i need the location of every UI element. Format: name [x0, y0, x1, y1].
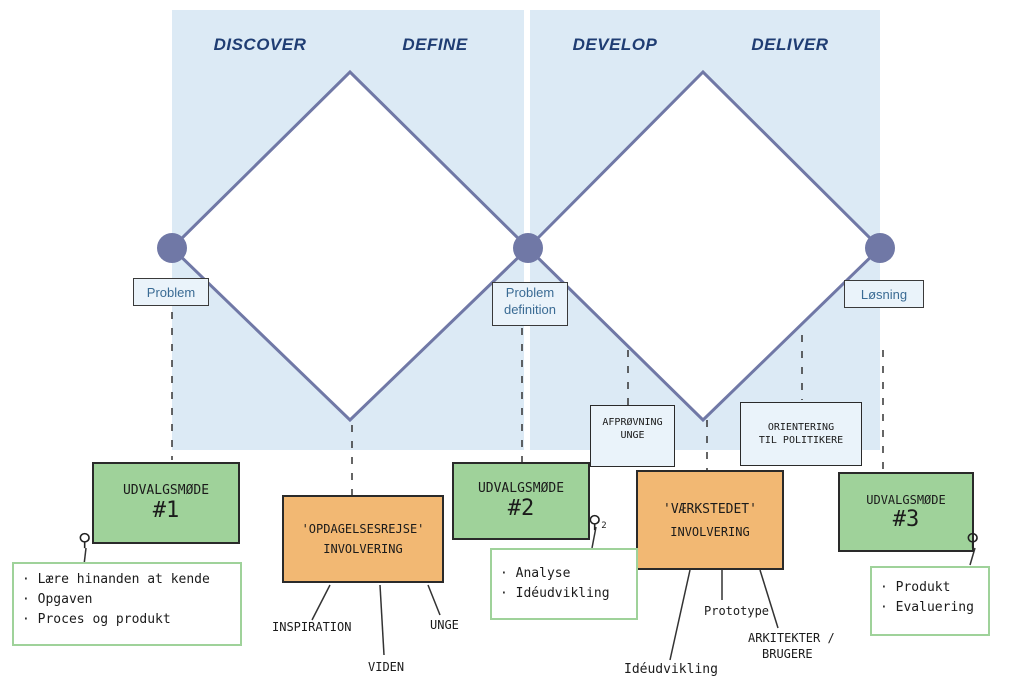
checkpoint-afproevning-line1: AFPRØVNING: [602, 417, 663, 428]
node-label-problem-definition-line1: Problem: [505, 285, 555, 300]
checkpoint-orientering-politikere: ORIENTERING TIL POLITIKERE: [740, 402, 862, 466]
note-1-item-3: · Proces og produkt: [22, 612, 171, 627]
node-label-problem: Problem: [133, 278, 209, 306]
branch-label-arkitekter: ARKITEKTER / BRUGERE: [748, 630, 835, 662]
involvement-subtitle-2: INVOLVERING: [670, 524, 750, 539]
phase-label-develop: DEVELOP: [572, 35, 658, 54]
note-meeting-1: · Lære hinanden at kende · Opgaven · Pro…: [12, 562, 242, 646]
note-meeting-3: · Produkt · Evaluering: [870, 566, 990, 636]
note-3-item-2: · Evaluering: [880, 600, 974, 615]
node-label-problem-definition-line2: definition: [503, 302, 557, 317]
meeting-box-2: UDVALGSMØDE #2: [452, 462, 590, 540]
note-3-item-1: · Produkt: [880, 580, 951, 595]
meeting-box-1: UDVALGSMØDE #1: [92, 462, 240, 544]
note-meeting-2: · Analyse · Idéudvikling: [490, 548, 638, 620]
phase-label-deliver: DELIVER: [751, 35, 829, 54]
node-label-losning: Løsning: [844, 280, 924, 308]
diamond-right: [525, 69, 883, 423]
node-label-problem-definition: Problem definition: [492, 282, 568, 326]
checkpoint-afproevning-unge: AFPRØVNING UNGE: [590, 405, 675, 467]
note-1-item-2: · Opgaven: [22, 592, 93, 607]
branch-label-arkitekter-line1: ARKITEKTER /: [748, 631, 835, 645]
checkpoint-afproevning-line2: UNGE: [620, 430, 645, 441]
meeting-number-3: #3: [892, 506, 920, 532]
meeting-title-2: UDVALGSMØDE: [477, 481, 565, 496]
note-2-item-2: · Idéudvikling: [500, 586, 610, 601]
meeting-title-3: UDVALGSMØDE: [866, 492, 946, 507]
pin-icon-note-2: ⚲2: [588, 512, 607, 533]
meeting-number-1: #1: [152, 498, 180, 523]
phase-label-define: DEFINE: [402, 35, 468, 54]
meeting-title-1: UDVALGSMØDE: [122, 483, 210, 498]
checkpoint-orientering-line1: ORIENTERING: [767, 422, 835, 433]
pin-suffix: 2: [601, 521, 607, 531]
pin-icon-note-3: ⚲: [966, 530, 980, 551]
meeting-box-3: UDVALGSMØDE #3: [838, 472, 974, 552]
pin-icon-note-1: ⚲: [78, 530, 92, 551]
involvement-title-2: 'VÆRKSTEDET': [663, 501, 757, 517]
node-problem: [157, 233, 187, 263]
involvement-box-vaerkstedet: 'VÆRKSTEDET' INVOLVERING: [636, 470, 784, 570]
branch-label-unge: UNGE: [430, 618, 459, 632]
involvement-box-opdagelsesrejse: 'OPDAGELSESREJSE' INVOLVERING: [282, 495, 444, 583]
branch-label-ideudvikling: Idéudvikling: [624, 662, 718, 677]
branch-label-inspiration: INSPIRATION: [272, 620, 352, 634]
checkpoint-orientering-line2: TIL POLITIKERE: [758, 435, 844, 446]
branch-label-viden: VIDEN: [368, 660, 405, 674]
phase-label-discover: DISCOVER: [213, 35, 307, 54]
node-losning: [865, 233, 895, 263]
note-2-item-1: · Analyse: [500, 566, 571, 581]
meeting-number-2: #2: [507, 496, 535, 521]
diamond-left: [169, 69, 531, 423]
branch-label-arkitekter-line2: BRUGERE: [762, 647, 813, 661]
involvement-title-1: 'OPDAGELSESREJSE': [301, 522, 425, 536]
node-problem-definition: [513, 233, 543, 263]
involvement-subtitle-1: INVOLVERING: [323, 542, 403, 556]
branch-label-prototype: Prototype: [704, 604, 770, 618]
note-1-item-1: · Lære hinanden at kende: [22, 572, 210, 587]
